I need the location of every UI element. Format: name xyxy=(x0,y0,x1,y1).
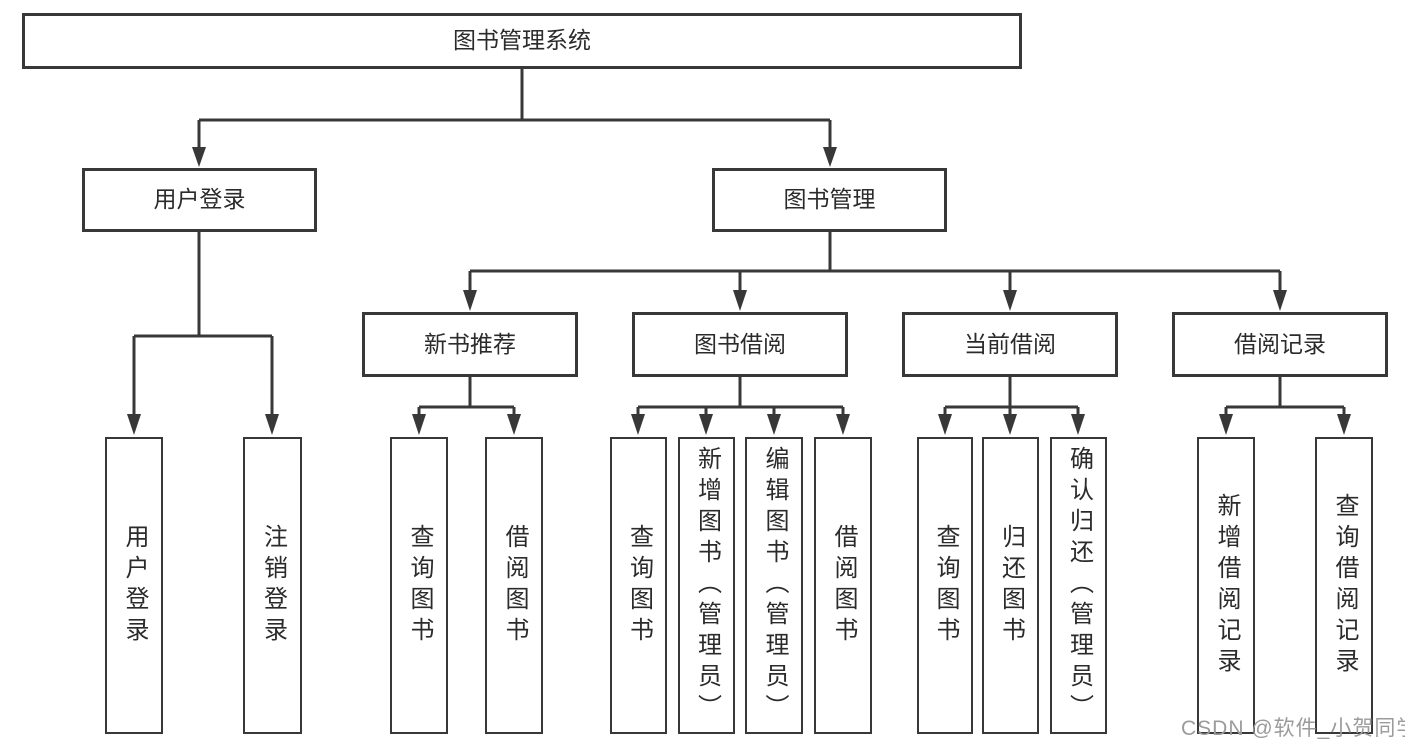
leaf-current-confirm-return-admin: 确认归还（管理员） xyxy=(1050,437,1107,734)
leaf-record-search: 查询借阅记录 xyxy=(1315,437,1373,734)
node-new-book-recommend: 新书推荐 xyxy=(362,312,578,377)
csdn-watermark: CSDN @软件_小贺同学 xyxy=(1181,717,1405,740)
leaf-recommend-search-book: 查询图书 xyxy=(390,437,448,734)
node-root-system: 图书管理系统 xyxy=(22,13,1022,69)
leaf-recommend-borrow-book: 借阅图书 xyxy=(485,437,543,734)
leaf-current-return-book: 归还图书 xyxy=(982,437,1039,734)
node-book-management: 图书管理 xyxy=(712,168,947,232)
leaf-user-login: 用户登录 xyxy=(105,437,163,734)
leaf-current-search-book: 查询图书 xyxy=(917,437,973,734)
node-current-borrow: 当前借阅 xyxy=(902,312,1118,377)
node-user-login-group: 用户登录 xyxy=(82,168,317,232)
leaf-borrow-edit-book-admin: 编辑图书（管理员） xyxy=(745,437,803,734)
leaf-logout: 注销登录 xyxy=(243,437,302,734)
leaf-borrow-add-book-admin: 新增图书（管理员） xyxy=(678,437,735,734)
leaf-borrow-borrow-book: 借阅图书 xyxy=(814,437,872,734)
leaf-borrow-search-book: 查询图书 xyxy=(610,437,667,734)
node-book-borrow: 图书借阅 xyxy=(632,312,848,377)
leaf-record-add: 新增借阅记录 xyxy=(1197,437,1255,734)
node-borrow-record: 借阅记录 xyxy=(1172,312,1388,377)
